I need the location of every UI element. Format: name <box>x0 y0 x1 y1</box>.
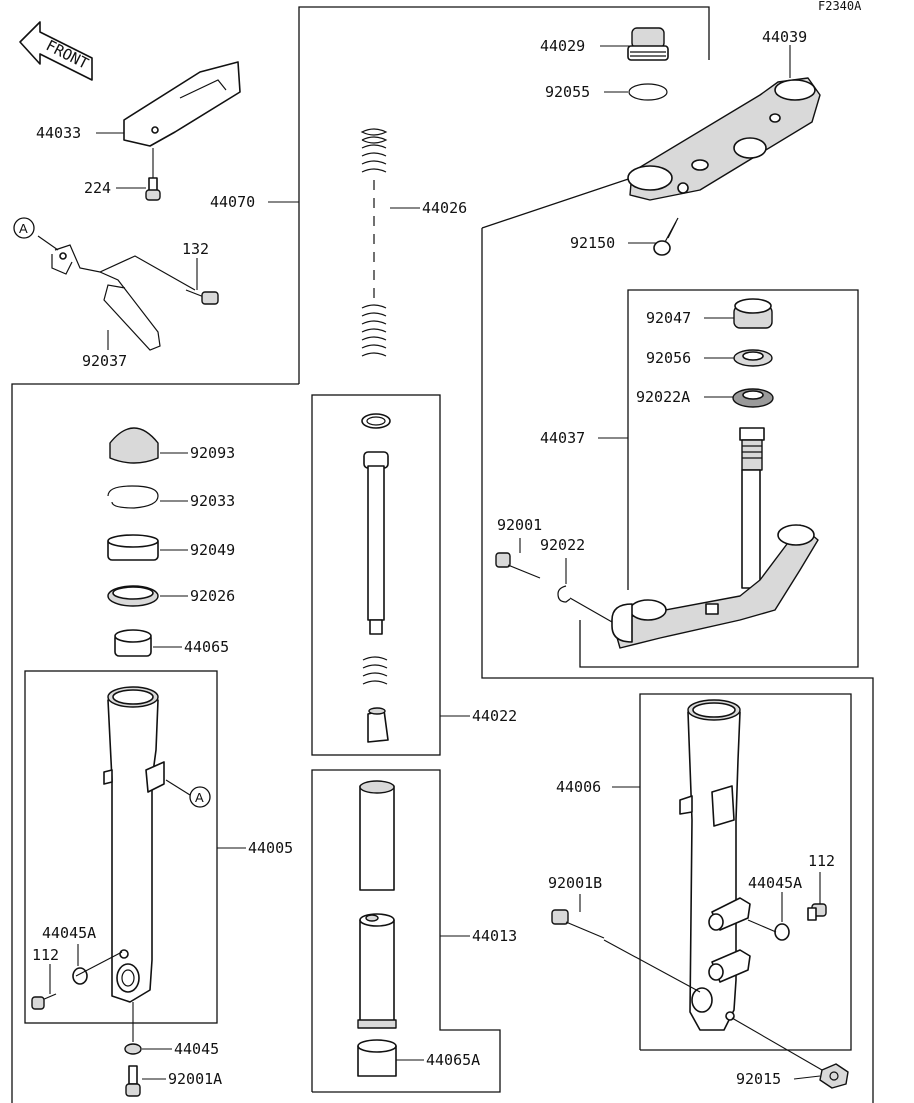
wire-guide-92037 <box>51 244 196 351</box>
label-92001A: 92001A <box>168 1070 222 1088</box>
washer-44045 <box>124 1043 142 1055</box>
label-92022A: 92022A <box>636 388 690 406</box>
label-44037: 44037 <box>540 429 585 447</box>
part-labels: 44029 92055 44039 44033 224 44070 44026 … <box>32 28 835 1088</box>
svg-text:A: A <box>19 221 28 236</box>
bolt-112-right <box>807 903 827 921</box>
ref-circle-a-lower: A <box>189 786 211 808</box>
front-arrow-icon: FRONT <box>19 21 93 81</box>
oil-seal-92049 <box>107 534 159 561</box>
damper-rod-44022 <box>361 413 391 743</box>
cap-bolt-44029 <box>627 27 669 61</box>
nut-92015 <box>819 1063 849 1089</box>
assembly-box-44005 <box>24 670 218 1024</box>
ref-circle-a-top: A <box>13 217 35 239</box>
bolt-92150 <box>653 217 679 256</box>
inner-tube-44013 <box>357 780 397 1029</box>
label-92033: 92033 <box>190 492 235 510</box>
label-92047: 92047 <box>646 309 691 327</box>
label-92055: 92055 <box>545 83 590 101</box>
label-44029: 44029 <box>540 37 585 55</box>
steering-stem-44037 <box>611 427 819 649</box>
washer-92022 <box>557 585 571 603</box>
assembly-box-44037 <box>579 289 859 668</box>
washer-44045A-right <box>774 923 790 941</box>
svg-text:A: A <box>195 790 204 805</box>
label-44045A-left: 44045A <box>42 924 96 942</box>
label-112-left: 112 <box>32 946 59 964</box>
label-92015: 92015 <box>736 1070 781 1088</box>
label-92001B: 92001B <box>548 874 602 892</box>
bolt-92001 <box>495 552 541 579</box>
washer-92026 <box>107 585 159 607</box>
label-44070: 44070 <box>210 193 255 211</box>
label-44006: 44006 <box>556 778 601 796</box>
clip-92033 <box>107 485 159 509</box>
bolt-112-left <box>31 993 57 1010</box>
label-44022: 44022 <box>472 707 517 725</box>
label-44065: 44065 <box>184 638 229 656</box>
screw-224 <box>145 148 161 201</box>
label-92150: 92150 <box>570 234 615 252</box>
label-224: 224 <box>84 179 111 197</box>
label-92026: 92026 <box>190 587 235 605</box>
bushing-44065 <box>114 629 152 657</box>
dust-seal-92093 <box>109 427 159 464</box>
washer-44045A-left <box>72 967 88 985</box>
label-92049: 92049 <box>190 541 235 559</box>
leader-lines <box>37 45 823 1080</box>
o-ring-92055 <box>628 83 668 101</box>
label-44033: 44033 <box>36 124 81 142</box>
label-132: 132 <box>182 240 209 258</box>
label-92001: 92001 <box>497 516 542 534</box>
label-44039: 44039 <box>762 28 807 46</box>
washer-92056 <box>733 349 773 367</box>
bushing-44065A <box>357 1039 397 1077</box>
bracket-44033 <box>123 61 241 147</box>
spring-44026 <box>360 128 388 357</box>
washer-92022A <box>732 388 774 408</box>
label-44026: 44026 <box>422 199 467 217</box>
label-92093: 92093 <box>190 444 235 462</box>
label-92022: 92022 <box>540 536 585 554</box>
outer-tube-right-44006 <box>679 699 751 1031</box>
label-44045: 44045 <box>174 1040 219 1058</box>
assembly-box-44070 <box>298 6 710 384</box>
bolt-92001B <box>551 909 605 939</box>
diagram-code: F2340A <box>818 0 862 13</box>
seal-92047 <box>733 298 773 329</box>
label-44045A-right: 44045A <box>748 874 802 892</box>
label-44065A: 44065A <box>426 1051 480 1069</box>
upper-triple-clamp-44039 <box>627 77 821 201</box>
bolt-132 <box>185 289 219 305</box>
label-44013: 44013 <box>472 927 517 945</box>
label-92056: 92056 <box>646 349 691 367</box>
assembly-box-44039 <box>481 228 874 1103</box>
assembly-box-44013 <box>311 769 501 1093</box>
assembly-box-44006 <box>639 693 852 1051</box>
label-112-right: 112 <box>808 852 835 870</box>
assembly-box-44022 <box>311 394 441 756</box>
outer-tube-left-44005 <box>103 686 165 1003</box>
label-92037: 92037 <box>82 352 127 370</box>
bolt-92001A <box>125 1065 141 1097</box>
label-44005: 44005 <box>248 839 293 857</box>
